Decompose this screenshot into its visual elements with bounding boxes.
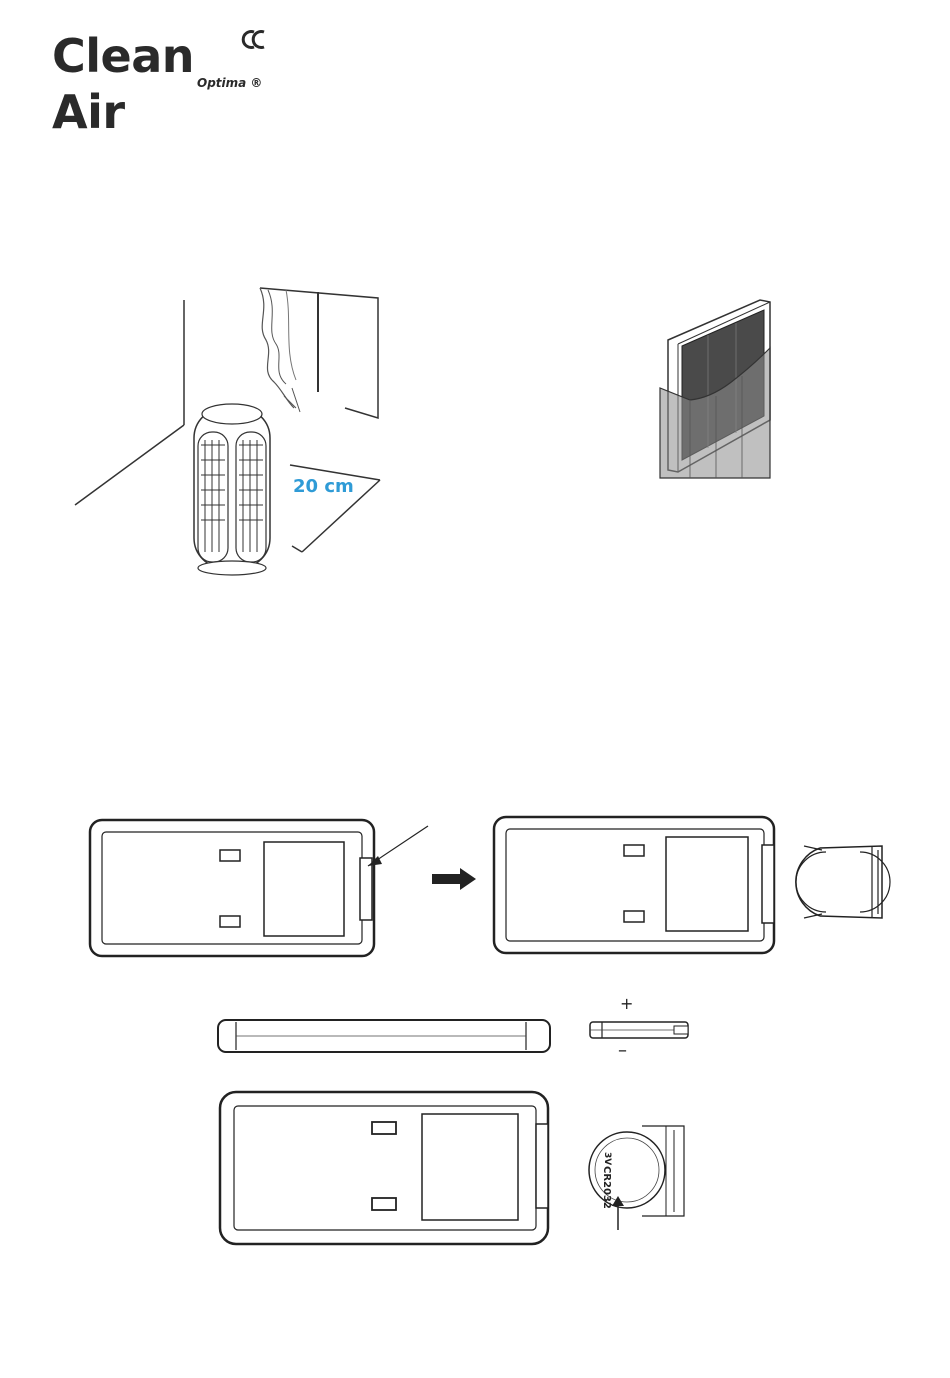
coin-cell-drawing (582, 1120, 692, 1236)
remote-open-drawing (492, 815, 782, 957)
polarity-minus-label: – (618, 1040, 627, 1061)
logo-swirl-icon (240, 30, 270, 50)
arrow-right-icon (432, 868, 477, 890)
remote-closed-drawing (88, 818, 433, 960)
polarity-plus-label: + (620, 994, 633, 1013)
remote-back-drawing (218, 1090, 550, 1246)
distance-label: 20 cm (293, 476, 354, 497)
battery-cell-side-drawing (588, 1020, 690, 1040)
coin-cell-marking: CR2032 (601, 1166, 612, 1209)
brand-logo: Clean Air Optima ® (52, 28, 282, 98)
brand-subtitle: Optima ® (197, 76, 262, 90)
remote-side-drawing (216, 1016, 552, 1056)
battery-tray-drawing (800, 840, 890, 925)
air-purifier-drawing (194, 404, 270, 575)
coin-cell-voltage: 3V (602, 1152, 612, 1165)
curtain-drawing (260, 288, 378, 418)
placement-illustration (60, 280, 400, 580)
filter-illustration (650, 288, 780, 488)
